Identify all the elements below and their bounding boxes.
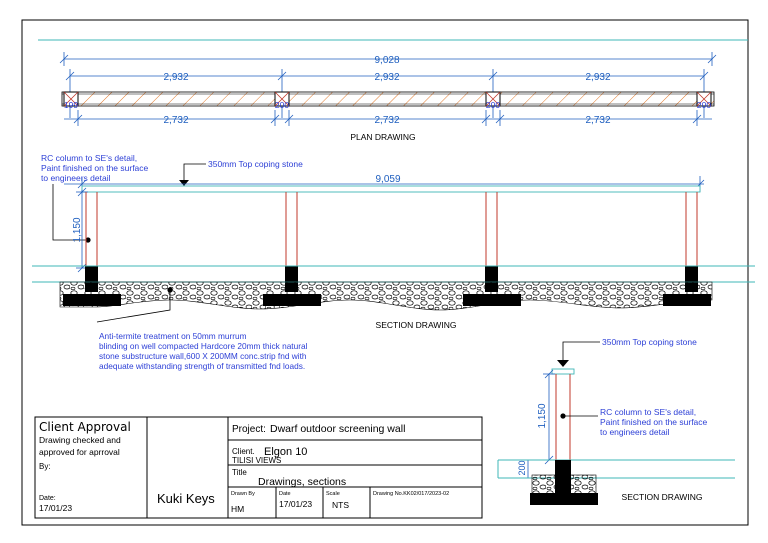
section-coping-note: 350mm Top coping stone: [208, 159, 303, 169]
detail-caption: SECTION DRAWING: [622, 492, 703, 502]
detail-column-note-3: to engineers detail: [600, 427, 670, 437]
section-column-note-2: Paint finished on the surface: [41, 163, 149, 173]
client-label: Client.: [232, 447, 255, 456]
title-value: Drawings, sections: [258, 476, 346, 488]
section-coping-stone: [81, 185, 701, 193]
section-height-dimension: 1,150: [72, 217, 83, 242]
detail-coping-note: 350mm Top coping stone: [602, 337, 697, 347]
section-footing-3: [463, 294, 521, 306]
plan-span-bottom-1: 2,732: [163, 115, 188, 126]
plan-column-1: [63, 91, 79, 107]
plan-column-3: [485, 91, 501, 107]
detail-column-note-2: Paint finished on the surface: [600, 417, 708, 427]
approval-text-1: Drawing checked and: [39, 435, 121, 445]
detail-column-note-1: RC column to SE's detail,: [600, 407, 696, 417]
detail-coping-stone: [551, 368, 575, 375]
approval-title: Client Approval: [39, 420, 131, 434]
plan-drawing: 9,028 2,932 2,932 2,932: [38, 39, 748, 142]
drawn-by-value: HM: [231, 504, 244, 514]
detail-coping-leader: [562, 341, 600, 363]
plan-span-top-1: 2,932: [163, 72, 188, 83]
section-footing-1: [63, 294, 121, 306]
title-label: Title: [232, 468, 247, 477]
section-hardcore-bed: [59, 281, 713, 311]
plan-caption: PLAN DRAWING: [350, 132, 415, 142]
plan-column-label-1: 199: [64, 100, 78, 110]
plan-column-label-4: 200: [697, 100, 711, 110]
section-foundation-note-3: stone substructure wall,600 X 200MM conc…: [99, 351, 307, 361]
section-column-2: [285, 192, 298, 292]
plan-column-label-3: 200: [486, 100, 500, 110]
detail-footing-wall: [555, 460, 571, 494]
project-value: Dwarf outdoor screening wall: [270, 423, 405, 435]
approval-date-label: Date:: [39, 495, 56, 502]
detail-section: 350mm Top coping stone 1,150 200 RC colu…: [497, 337, 735, 505]
section-column-4: [685, 192, 698, 292]
date2-label: Date: [279, 491, 291, 497]
drawing-no-label: Drawing No.KK02/017/2023-02: [373, 491, 449, 497]
plan-wall: [61, 91, 715, 107]
section-column-note-3: to engineers detail: [41, 173, 111, 183]
designer-name: Kuki Keys: [157, 491, 215, 506]
detail-coping-arrow: [557, 360, 569, 367]
section-column-leader-dot: [85, 237, 91, 243]
section-footing-2: [263, 294, 321, 306]
section-column-leader: [52, 184, 88, 241]
approval-text-2: approved for aprroval: [39, 447, 120, 457]
scale-value: NTS: [332, 500, 349, 510]
plan-span-bottom-3: 2,732: [585, 115, 610, 126]
section-coping-leader: [183, 163, 206, 182]
section-overall-dimension: 9,059: [375, 174, 400, 185]
section-column-3: [485, 192, 498, 292]
date2-value: 17/01/23: [279, 499, 312, 509]
scale-label: Scale: [326, 491, 340, 497]
detail-base-dimension: 200: [517, 460, 527, 475]
section-foundation-note-4: adequate withstanding strength of transm…: [99, 361, 305, 371]
plan-overall-dimension: 9,028: [374, 55, 399, 66]
approval-by-label: By:: [39, 462, 51, 471]
approval-date-value: 17/01/23: [39, 503, 72, 513]
section-foundation-note-2: blinding on well compacted Hardcore 20mm…: [99, 341, 308, 351]
sheet-border: [21, 19, 749, 526]
section-foundation-leader-dot: [167, 287, 173, 293]
plan-span-top-2: 2,932: [374, 72, 399, 83]
section-caption: SECTION DRAWING: [376, 320, 457, 330]
title-block: [34, 416, 483, 519]
client-value: Elgon 10: [264, 446, 307, 458]
plan-span-bottom-2: 2,732: [374, 115, 399, 126]
detail-footing: [530, 493, 598, 505]
section-foundation-note-1: Anti-termite treatment on 50mm murrum: [99, 331, 247, 341]
plan-column-label-2: 200: [275, 100, 289, 110]
drawn-by-label: Drawn By: [231, 491, 255, 497]
section-coping-arrow: [179, 180, 189, 186]
plan-span-top-3: 2,932: [585, 72, 610, 83]
project-label: Project:: [232, 424, 266, 435]
section-drawing: RC column to SE's detail, Paint finished…: [32, 153, 755, 371]
section-column-note-1: RC column to SE's detail,: [41, 153, 137, 163]
detail-height-dimension: 1,150: [537, 403, 548, 428]
plan-column-4: [696, 91, 712, 107]
plan-column-2: [274, 91, 290, 107]
client-sub: TILISI VIEWS: [232, 456, 281, 465]
section-footing-4: [663, 294, 711, 306]
section-foundation-leader: [96, 290, 171, 323]
